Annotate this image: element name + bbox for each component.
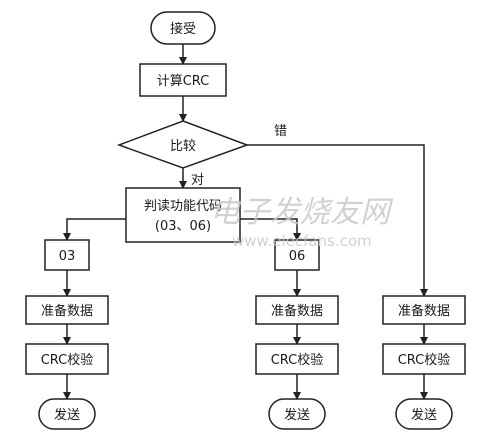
node-start: 接受: [150, 11, 216, 45]
node-code-03-label: 03: [59, 249, 76, 264]
edge-label-wrong: 错: [274, 124, 287, 139]
node-code-03: 03: [44, 239, 90, 271]
node-judge-line1: 判读功能代码: [144, 199, 222, 214]
node-prep-left-label: 准备数据: [41, 303, 93, 319]
node-crc-right: CRC校验: [382, 343, 466, 375]
node-calc-crc: 计算CRC: [139, 63, 227, 97]
node-send-right: 发送: [395, 398, 453, 430]
node-prep-left: 准备数据: [25, 295, 109, 325]
node-compare: 比较: [116, 120, 250, 169]
node-judge-line2: (03、06): [155, 219, 211, 234]
node-crc-mid: CRC校验: [255, 343, 339, 375]
node-prep-mid-label: 准备数据: [271, 303, 323, 319]
edge-compare-wrong: [247, 144, 428, 297]
node-send-left: 发送: [38, 398, 96, 430]
node-send-right-label: 发送: [411, 407, 437, 423]
node-send-mid-label: 发送: [284, 407, 310, 423]
edge-judge-to-06: [240, 218, 301, 241]
node-code-06: 06: [274, 239, 320, 271]
node-crc-right-label: CRC校验: [398, 352, 451, 368]
node-crc-left-label: CRC校验: [41, 352, 94, 368]
node-crc-mid-label: CRC校验: [271, 352, 324, 368]
node-compare-label: 比较: [170, 139, 196, 154]
watermark: 电子发烧友网 www.elecfans.com: [210, 195, 394, 250]
node-calc-crc-label: 计算CRC: [157, 74, 210, 89]
node-code-06-label: 06: [289, 249, 306, 264]
node-prep-right: 准备数据: [382, 295, 466, 325]
node-judge: 判读功能代码 (03、06): [125, 187, 241, 243]
node-prep-right-label: 准备数据: [398, 303, 450, 319]
edge-label-correct: 对: [191, 173, 204, 188]
node-prep-mid: 准备数据: [255, 295, 339, 325]
node-crc-left: CRC校验: [25, 343, 109, 375]
node-send-mid: 发送: [268, 398, 326, 430]
connectors: [63, 44, 428, 400]
edge-judge-to-03: [63, 218, 126, 241]
watermark-title: 电子发烧友网: [210, 195, 394, 230]
watermark-url: www.elecfans.com: [232, 232, 372, 250]
node-send-left-label: 发送: [54, 407, 80, 423]
node-start-label: 接受: [170, 21, 196, 37]
